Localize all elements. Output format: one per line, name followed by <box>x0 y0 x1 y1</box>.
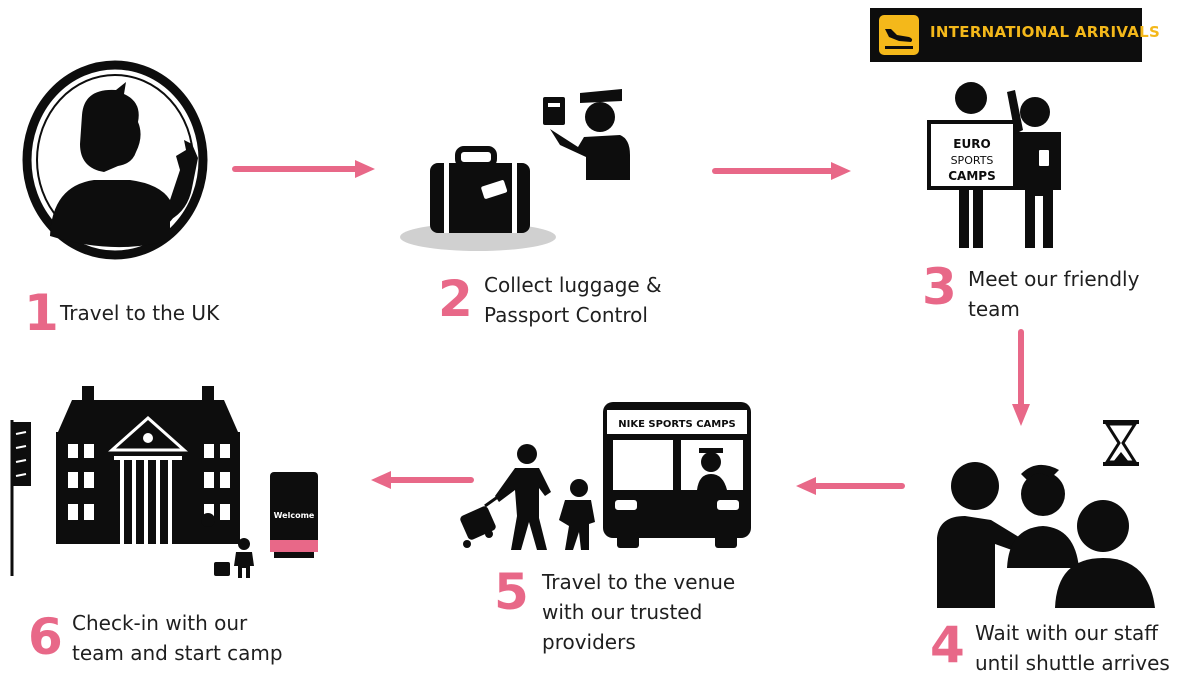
staff-with-sign-icon: EURO SPORTS CAMPS <box>927 82 1061 248</box>
step-5-line-3: providers <box>542 630 636 654</box>
step-6-label: Check-in with our team and start camp <box>72 608 283 668</box>
step-2-line-2: Passport Control <box>484 303 648 327</box>
step-5-line-2: with our trusted <box>542 600 703 624</box>
step-4-label: Wait with our staff until shuttle arrive… <box>975 618 1170 678</box>
step-2-number: 2 <box>438 270 473 328</box>
step-1-line-1: Travel to the UK <box>60 301 220 325</box>
step-1-number: 1 <box>24 284 59 342</box>
traveller-in-window-icon <box>22 60 208 260</box>
step-2-label: Collect luggage & Passport Control <box>484 270 662 330</box>
step-4-number: 4 <box>930 616 965 674</box>
step-3-label: Meet our friendly team <box>968 264 1139 324</box>
arrow-4-to-5 <box>796 477 905 495</box>
step-4-line-2: until shuttle arrives <box>975 651 1170 675</box>
waiting-group-icon <box>937 420 1155 608</box>
arrow-3-to-4 <box>1012 329 1030 426</box>
arrow-1-to-2 <box>232 160 375 178</box>
step-3-number: 3 <box>922 258 957 316</box>
step-6-line-1: Check-in with our <box>72 611 248 635</box>
welcome-stand-text: Welcome <box>274 511 315 520</box>
arrow-5-to-6 <box>371 471 474 489</box>
sign-board-line-3: CAMPS <box>948 169 995 183</box>
shuttle-bus-icon: NIKE SPORTS CAMPS <box>460 402 751 550</box>
step-5-label: Travel to the venue with our trusted pro… <box>542 567 735 657</box>
airplane-landing-icon <box>879 15 919 55</box>
bus-banner: NIKE SPORTS CAMPS <box>618 419 736 430</box>
step-6-number: 6 <box>28 608 63 666</box>
venue-checkin-icon: Welcome <box>10 386 318 578</box>
international-arrivals-sign: INTERNATIONAL ARRIVALS <box>870 8 1160 62</box>
step-4-line-1: Wait with our staff <box>975 621 1159 645</box>
sign-board-line-1: EURO <box>953 137 990 151</box>
arrivals-sign-text: INTERNATIONAL ARRIVALS <box>930 23 1161 41</box>
luggage-and-passport-officer-icon <box>400 89 630 251</box>
step-3-line-2: team <box>968 297 1020 321</box>
step-3-line-1: Meet our friendly <box>968 267 1140 291</box>
step-1-label: Travel to the UK <box>60 298 219 328</box>
step-5-number: 5 <box>494 563 529 621</box>
arrow-2-to-3 <box>712 162 851 180</box>
step-6-line-2: team and start camp <box>72 641 283 665</box>
sign-board-line-2: SPORTS <box>951 154 994 167</box>
step-2-line-1: Collect luggage & <box>484 273 662 297</box>
step-5-line-1: Travel to the venue <box>542 570 736 594</box>
